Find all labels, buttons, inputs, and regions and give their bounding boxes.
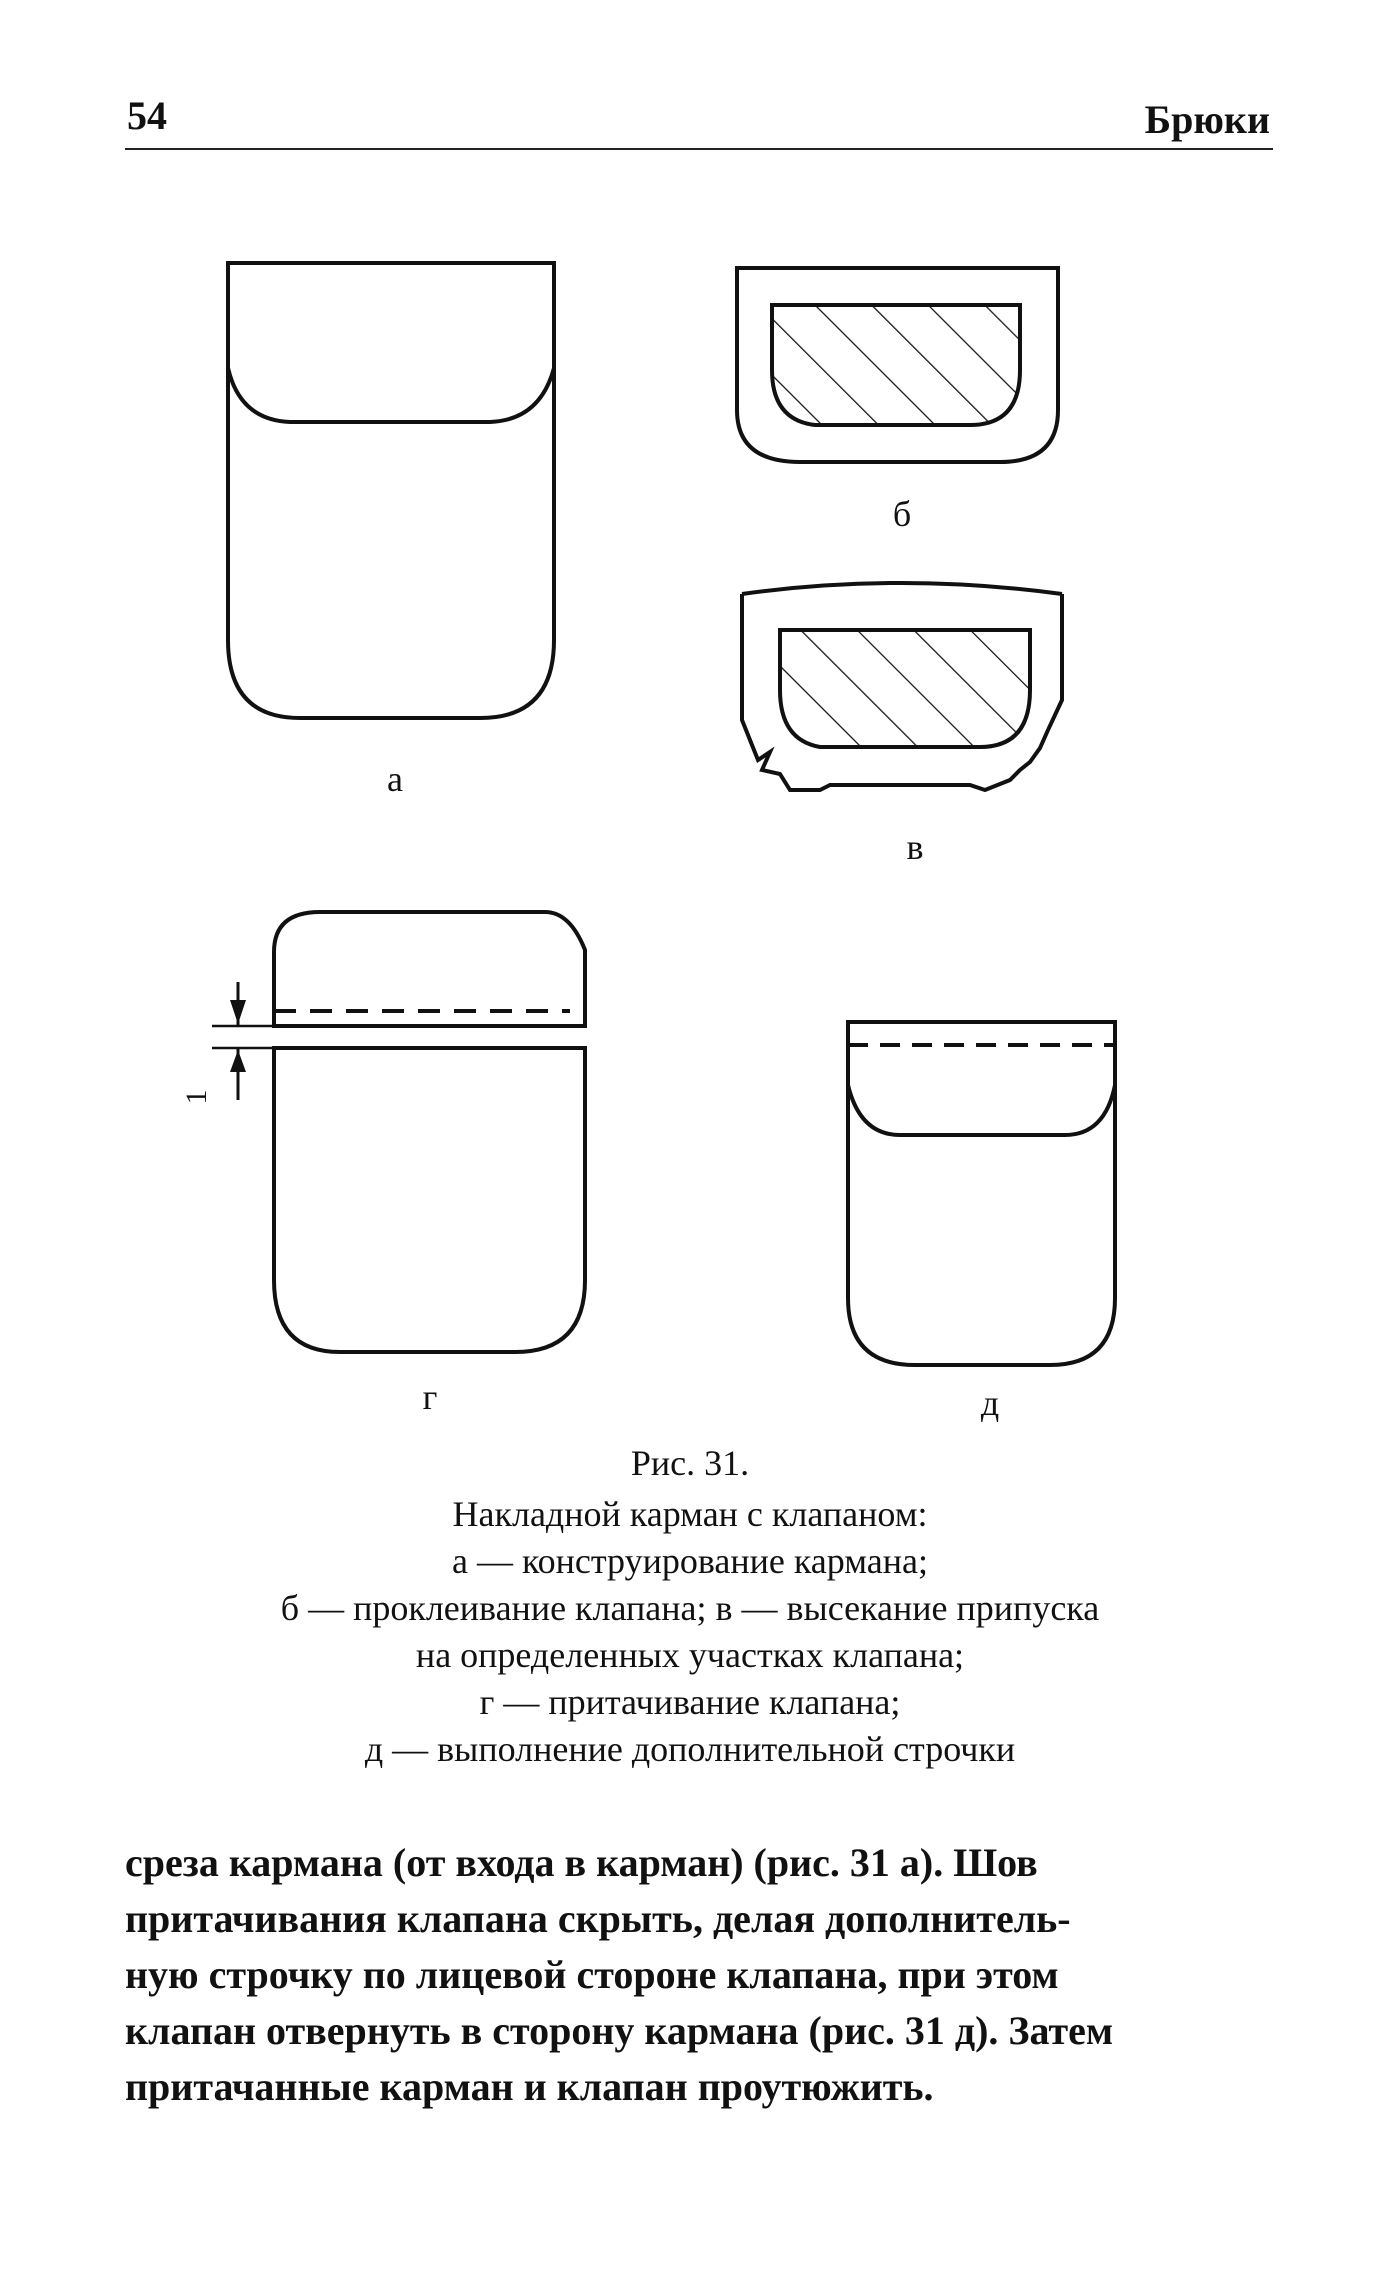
label-v: в: [906, 827, 924, 867]
body-line: притачанные карман и клапан проутюжить.: [125, 2064, 934, 2109]
caption-line: на определенных участках клапана;: [415, 1635, 965, 1675]
caption-line: Рис. 31.: [630, 1443, 750, 1483]
body-paragraph: среза кармана (от входа в карман) (рис. …: [125, 1835, 1270, 2115]
diagram-d-topstitched: [846, 1020, 1117, 1367]
caption-line: б — проклеивание клапана; в — высекание …: [280, 1588, 1100, 1628]
diagram-v-flap-notched: [740, 581, 1064, 793]
pocket-figure: [212, 261, 1117, 1367]
body-line: среза кармана (от входа в карман) (рис. …: [125, 1840, 1038, 1885]
label-b: б: [892, 494, 912, 534]
running-title: Брюки: [1144, 97, 1270, 142]
caption-line: Накладной карман с клапаном:: [452, 1494, 928, 1534]
label-a: а: [387, 759, 403, 799]
diagram-a-pocket: [226, 261, 556, 720]
dimension-label: 1: [180, 1089, 213, 1105]
body-line: притачивания клапана скрыть, делая допол…: [125, 1896, 1071, 1941]
diagram-g-flap-stitched: [212, 910, 587, 1354]
page-number: 54: [127, 93, 167, 138]
caption-line: г — притачивание клапана;: [479, 1682, 901, 1722]
figure-caption: Рис. 31. Накладной карман с клапаном: а …: [100, 1440, 1280, 1773]
caption-line: д — выполнение дополнительной строчки: [364, 1729, 1016, 1769]
label-g: г: [422, 1377, 438, 1417]
label-d: д: [980, 1383, 1000, 1423]
body-line: клапан отвернуть в сторону кармана (рис.…: [125, 2008, 1114, 2053]
caption-line: а — конструирование кармана;: [452, 1541, 928, 1581]
header-rule: [125, 148, 1273, 150]
diagram-b-flap: [735, 266, 1060, 464]
body-line: ную строчку по лицевой стороне клапана, …: [125, 1952, 1059, 1997]
